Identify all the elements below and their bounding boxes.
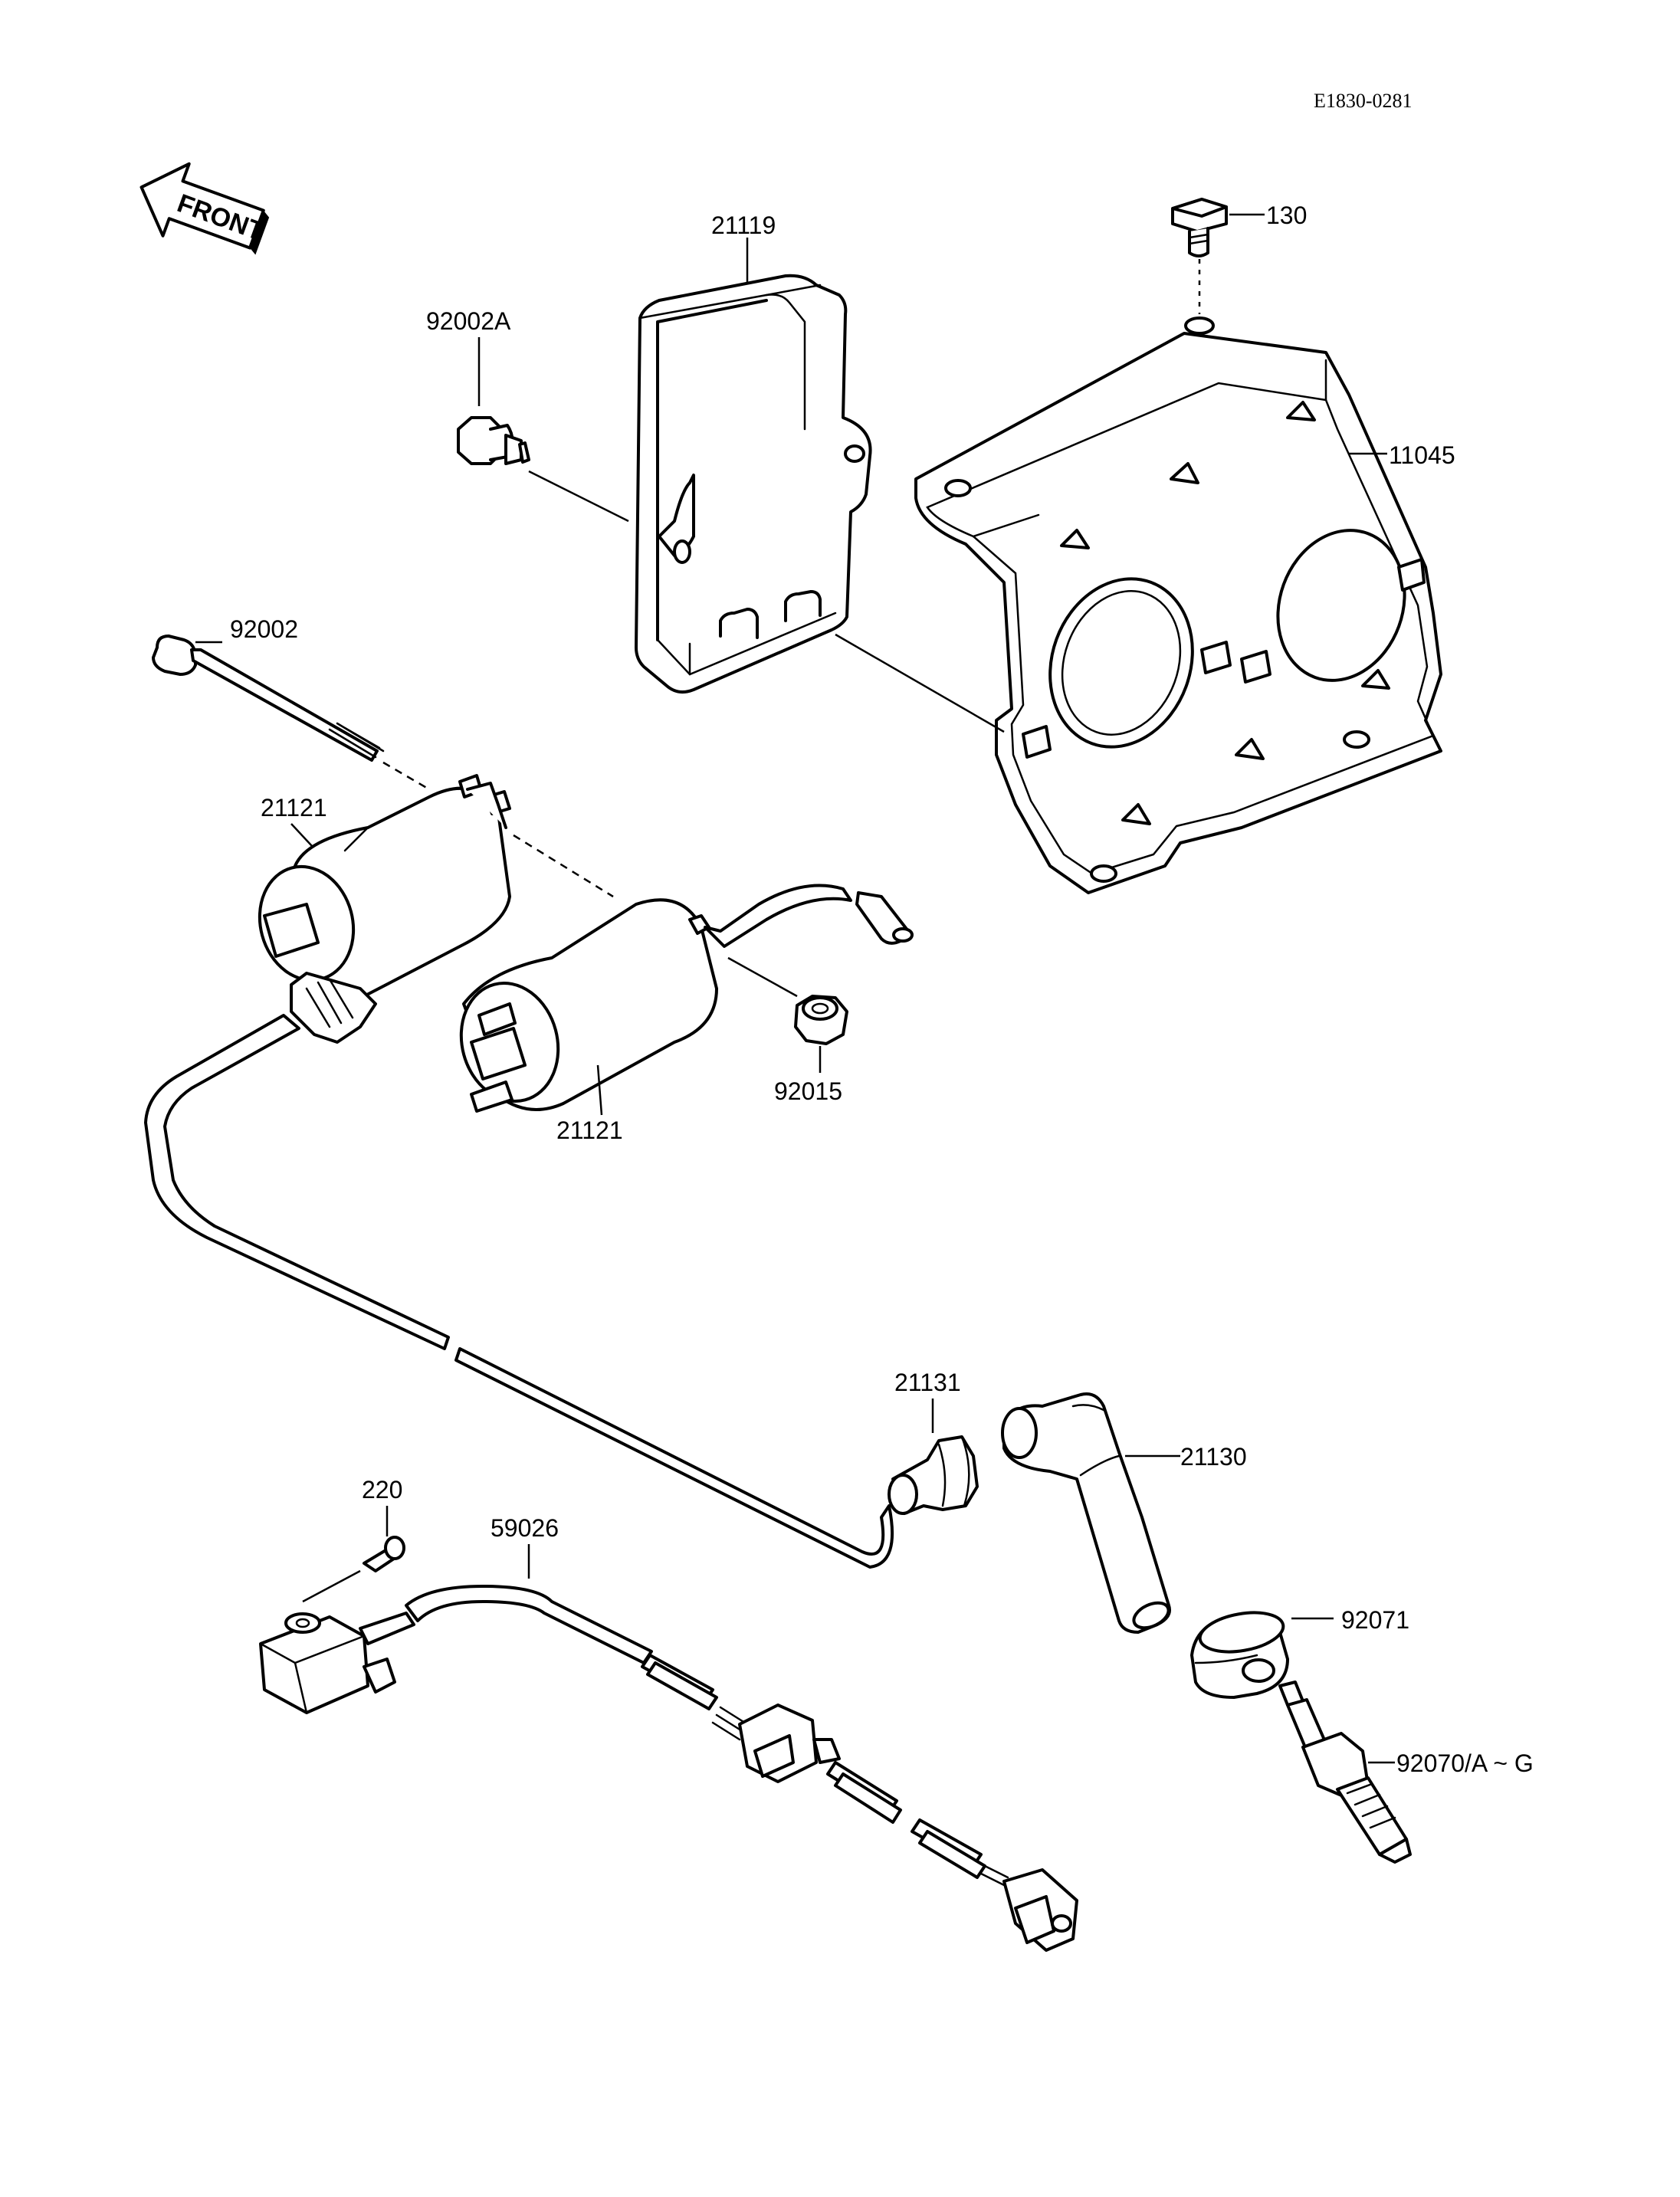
part-label-59026: 59026 [491, 1514, 559, 1542]
part-label-21121-bottom: 21121 [556, 1117, 623, 1144]
front-arrow-icon: FRONT [139, 162, 270, 255]
part-label-92071: 92071 [1341, 1606, 1409, 1634]
spark-plug-cap-21130 [1001, 1392, 1171, 1634]
seal-92071 [1190, 1611, 1289, 1699]
bolt-92002A [457, 416, 530, 465]
ignition-coil-21121-rear [258, 774, 511, 1003]
part-label-92002A: 92002A [426, 307, 511, 335]
screw-220 [363, 1536, 405, 1572]
part-label-92070: 92070/A ~ G [1396, 1749, 1534, 1777]
part-label-220: 220 [362, 1476, 402, 1503]
part-label-21119: 21119 [711, 212, 776, 239]
diagram-code: E1830-0281 [1314, 90, 1413, 112]
part-label-11045: 11045 [1389, 441, 1455, 469]
spark-plug-92070 [1278, 1681, 1412, 1864]
part-label-21130: 21130 [1180, 1443, 1247, 1471]
bolt-130 [1171, 198, 1228, 257]
high-tension-lead [144, 972, 894, 1569]
part-label-92002: 92002 [230, 615, 298, 643]
bracket-11045 [914, 316, 1442, 894]
part-label-92015: 92015 [774, 1077, 842, 1105]
part-label-130: 130 [1266, 202, 1307, 229]
ignition-coil-21121-front [459, 884, 914, 1113]
igniter-unit-21119 [635, 274, 872, 694]
nut-92015 [794, 995, 848, 1045]
part-label-21131: 21131 [894, 1369, 961, 1396]
bolt-92002 [152, 635, 385, 762]
part-label-21121-top: 21121 [261, 794, 327, 821]
plug-cap-seal-21131 [888, 1435, 979, 1515]
pickup-coil-59026 [259, 1585, 1078, 1952]
